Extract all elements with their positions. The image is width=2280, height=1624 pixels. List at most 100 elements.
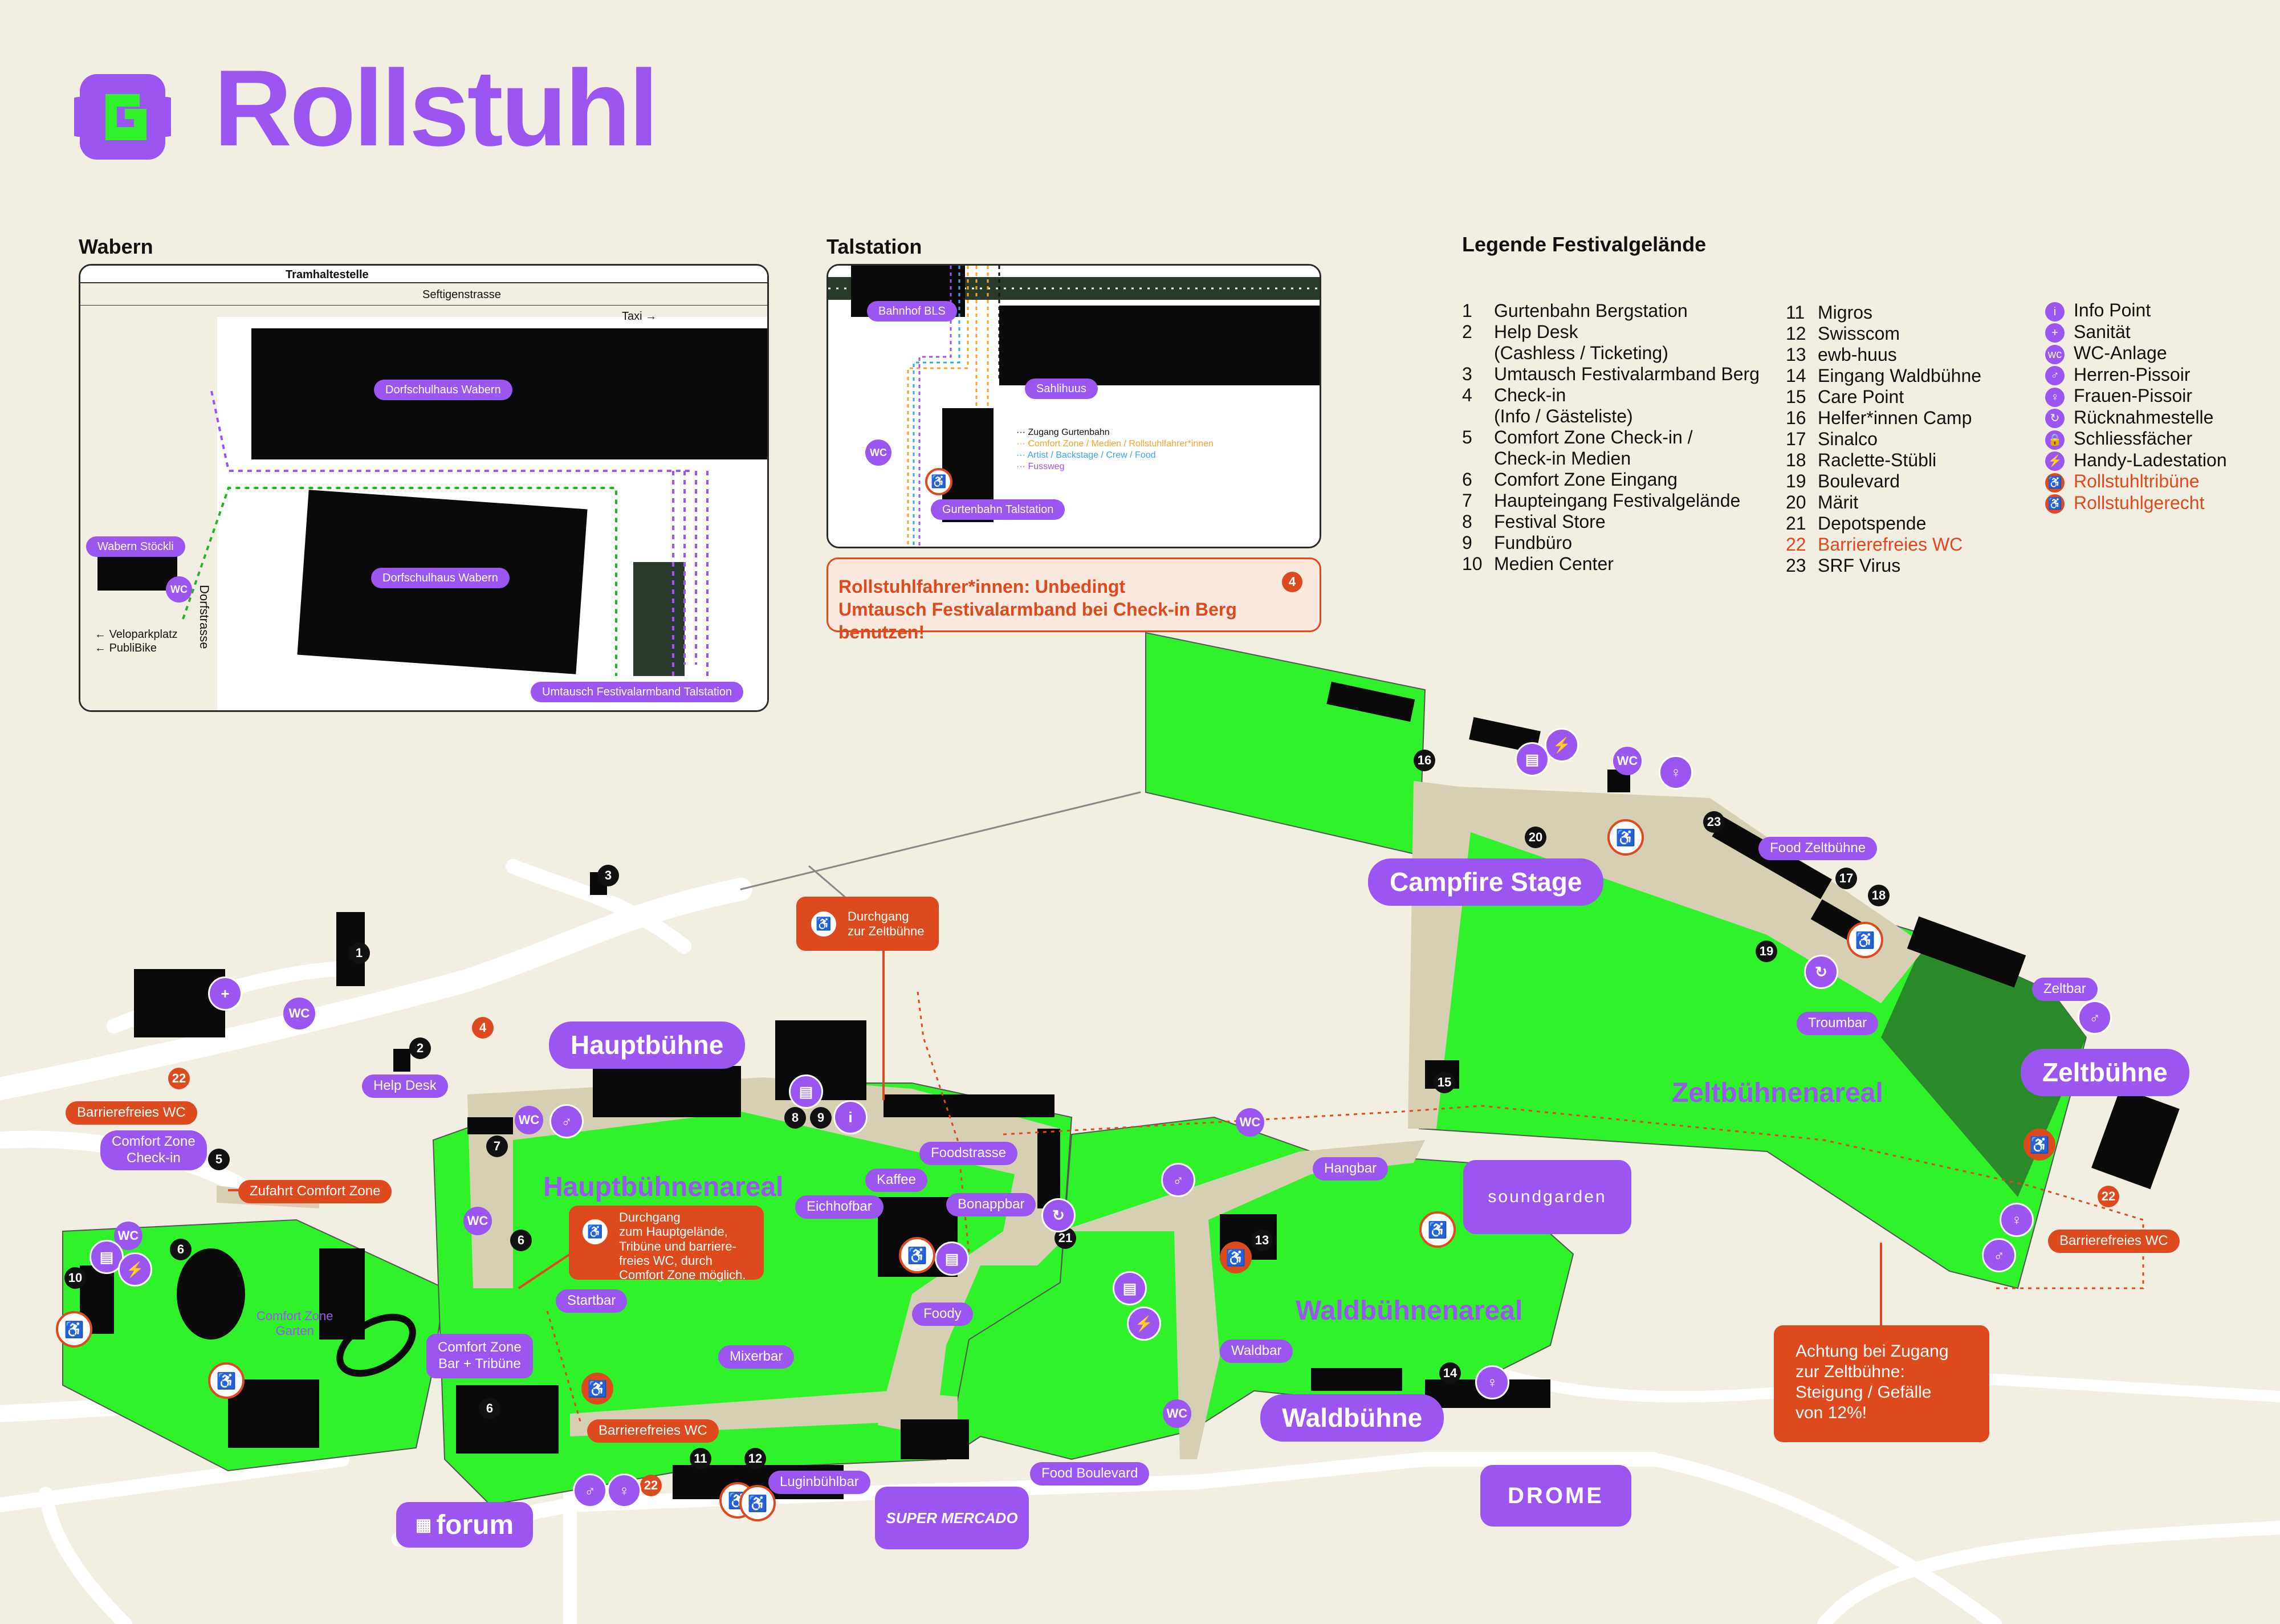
charging-icon: ⚡ bbox=[118, 1252, 152, 1287]
womens-urinal-icon: ♀ bbox=[1659, 755, 1693, 789]
info-icon: i bbox=[2045, 302, 2065, 321]
marker-18: 18 bbox=[1868, 885, 1890, 906]
velo-label: ← Veloparkplatz← PubliBike bbox=[95, 628, 178, 654]
kaffee-label: Kaffee bbox=[865, 1169, 927, 1192]
callout-text: Durchgang zur Zeltbühne bbox=[848, 909, 925, 939]
wheelchair-accessible-icon: ♿ bbox=[1419, 1211, 1456, 1248]
marker-6: 6 bbox=[479, 1398, 500, 1419]
legend-item: ⚡Handy-Ladestation bbox=[2045, 450, 2227, 471]
locker-icon: ▤ bbox=[1113, 1271, 1147, 1305]
womens-urinal-icon: ♀ bbox=[1475, 1365, 1509, 1399]
legend-item: 🔒Schliessfächer bbox=[2045, 428, 2227, 450]
comfort-zone-garten-label: Comfort Zone Garten bbox=[256, 1309, 333, 1338]
legend-item: ♿Rollstuhltribüne bbox=[2045, 471, 2227, 493]
legend-title: Legende Festivalgelände bbox=[1462, 233, 1707, 256]
achtung-steigung-callout: Achtung bei Zugang zur Zeltbühne: Steigu… bbox=[1774, 1325, 1989, 1442]
marker-17: 17 bbox=[1835, 868, 1857, 889]
wabern-map bbox=[80, 266, 767, 710]
taxi-label: Taxi → bbox=[622, 310, 657, 323]
marker-5: 5 bbox=[208, 1149, 230, 1170]
barrierefreies-wc-label: Barrierefreies WC bbox=[66, 1101, 197, 1125]
locker-icon: ▤ bbox=[935, 1242, 969, 1276]
wheelchair-icon: ♿ bbox=[580, 1217, 610, 1247]
locker-icon: ▤ bbox=[1515, 742, 1549, 776]
legend-item: (Info / Gästeliste) bbox=[1494, 406, 1633, 426]
return-icon: ↻ bbox=[1041, 1198, 1076, 1232]
mens-urinal-icon: ♂ bbox=[1982, 1238, 2016, 1272]
marker-22: 22 bbox=[168, 1068, 190, 1089]
wabern-inset: Tramhaltestelle Seftigenstrasse Taxi → D… bbox=[79, 264, 769, 712]
wheelchair-accessible-icon: ♿ bbox=[2045, 494, 2065, 514]
marker-1: 1 bbox=[348, 942, 370, 964]
legend-item: ♿Rollstuhlgerecht bbox=[2045, 493, 2227, 514]
wheelchair-stand-icon: ♿ bbox=[2045, 473, 2065, 493]
mens-urinal-icon: ♂ bbox=[549, 1104, 584, 1138]
wc-icon: wc bbox=[2045, 344, 2065, 364]
waldbar-label: Waldbar bbox=[1220, 1340, 1293, 1363]
locker-icon: 🔒 bbox=[2045, 430, 2065, 450]
tram-stop-label: Tramhaltestelle bbox=[286, 268, 369, 281]
marker-6: 6 bbox=[510, 1230, 532, 1251]
durchgang-zeltbuehne-callout: ♿ Durchgang zur Zeltbühne bbox=[796, 897, 939, 951]
legend-item: (Cashless / Ticketing) bbox=[1494, 343, 1668, 363]
school-label-1: Dorfschulhaus Wabern bbox=[374, 380, 512, 400]
return-icon: ↻ bbox=[1804, 955, 1838, 989]
wheelchair-accessible-icon: ♿ bbox=[56, 1311, 92, 1348]
legend-item: ↻Rücknahmestelle bbox=[2045, 407, 2227, 429]
eichhofbar-label: Eichhofbar bbox=[795, 1195, 883, 1219]
marker-13: 13 bbox=[1251, 1230, 1273, 1251]
womens-urinal-icon: ♀ bbox=[607, 1474, 641, 1508]
womens-urinal-icon: ♀ bbox=[2045, 387, 2065, 407]
marker-6: 6 bbox=[170, 1239, 192, 1260]
wheelchair-accessible-icon: ♿ bbox=[208, 1362, 245, 1399]
marker-10: 10 bbox=[64, 1267, 86, 1289]
foodstrasse-label: Foodstrasse bbox=[919, 1142, 1018, 1165]
marker-20: 20 bbox=[1525, 827, 1546, 848]
bonappbar-label: Bonappbar bbox=[946, 1193, 1036, 1216]
charging-icon: ⚡ bbox=[2045, 451, 2065, 471]
wheelchair-accessible-icon: ♿ bbox=[899, 1237, 935, 1273]
wheelchair-notice: Rollstuhlfahrer*innen: Unbedingt Umtausc… bbox=[826, 557, 1321, 642]
marker-2: 2 bbox=[409, 1037, 431, 1059]
page-title: Rollstuhl bbox=[214, 48, 659, 169]
food-boulevard-label: Food Boulevard bbox=[1030, 1462, 1150, 1485]
wc-icon: WC bbox=[865, 439, 891, 466]
medical-icon: + bbox=[2045, 323, 2065, 343]
gurtenbahn-talstation-label: Gurtenbahn Talstation bbox=[931, 499, 1065, 520]
marker-14: 14 bbox=[1439, 1362, 1461, 1384]
hangbar-label: Hangbar bbox=[1313, 1157, 1389, 1181]
locker-icon: ▤ bbox=[789, 1074, 823, 1109]
waldbuehnenareal-label: Waldbühnenareal bbox=[1296, 1296, 1523, 1326]
talstation-inset: Bahnhof BLS Sahlihuus WC ♿ Gurtenbahn Ta… bbox=[826, 264, 1321, 548]
marker-12: 12 bbox=[744, 1448, 766, 1470]
mixerbar-label: Mixerbar bbox=[718, 1345, 795, 1369]
medical-icon: + bbox=[208, 976, 242, 1011]
notice-text-2: Umtausch Festivalarmband bei Check-in Be… bbox=[838, 599, 1237, 642]
callout-text: Achtung bei Zugang zur Zeltbühne: Steigu… bbox=[1795, 1342, 1949, 1422]
marker-16: 16 bbox=[1414, 750, 1435, 771]
soundgarden-logo: soundgarden bbox=[1463, 1160, 1631, 1234]
luginbuehlbar-label: Luginbühlbar bbox=[768, 1471, 870, 1494]
wc-icon: WC bbox=[283, 998, 315, 1029]
route-key: ··· Zugang Gurtenbahn ··· Comfort Zone /… bbox=[1016, 427, 1214, 473]
checkin-number-badge: 4 bbox=[1282, 572, 1302, 592]
wheelchair-icon: ♿ bbox=[925, 468, 952, 495]
startbar-label: Startbar bbox=[556, 1289, 628, 1313]
callout-text: Durchgang zum Hauptgelände, Tribüne und … bbox=[619, 1210, 746, 1283]
